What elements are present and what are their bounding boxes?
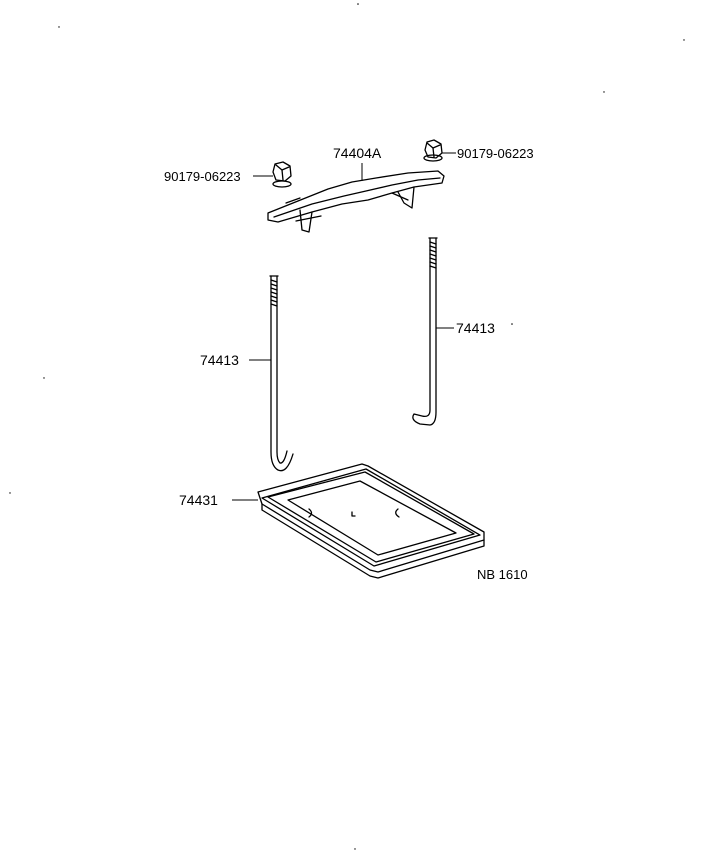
rod-right-label: 74413 (456, 320, 495, 336)
tray-label: 74431 (179, 492, 218, 508)
nut-left-label: 90179-06223 (164, 169, 241, 184)
nut-right-drawing (423, 139, 443, 162)
nut-left-drawing (272, 161, 292, 188)
tray-drawing (257, 463, 485, 579)
diagram-code: NB 1610 (477, 567, 528, 582)
clamp-drawing (267, 170, 445, 233)
rod-left-drawing (269, 275, 294, 472)
scan-specks (9, 3, 685, 850)
rod-right-drawing (412, 237, 438, 426)
nut-right-label: 90179-06223 (457, 146, 534, 161)
clamp-label: 74404A (333, 145, 382, 161)
rod-left-label: 74413 (200, 352, 239, 368)
